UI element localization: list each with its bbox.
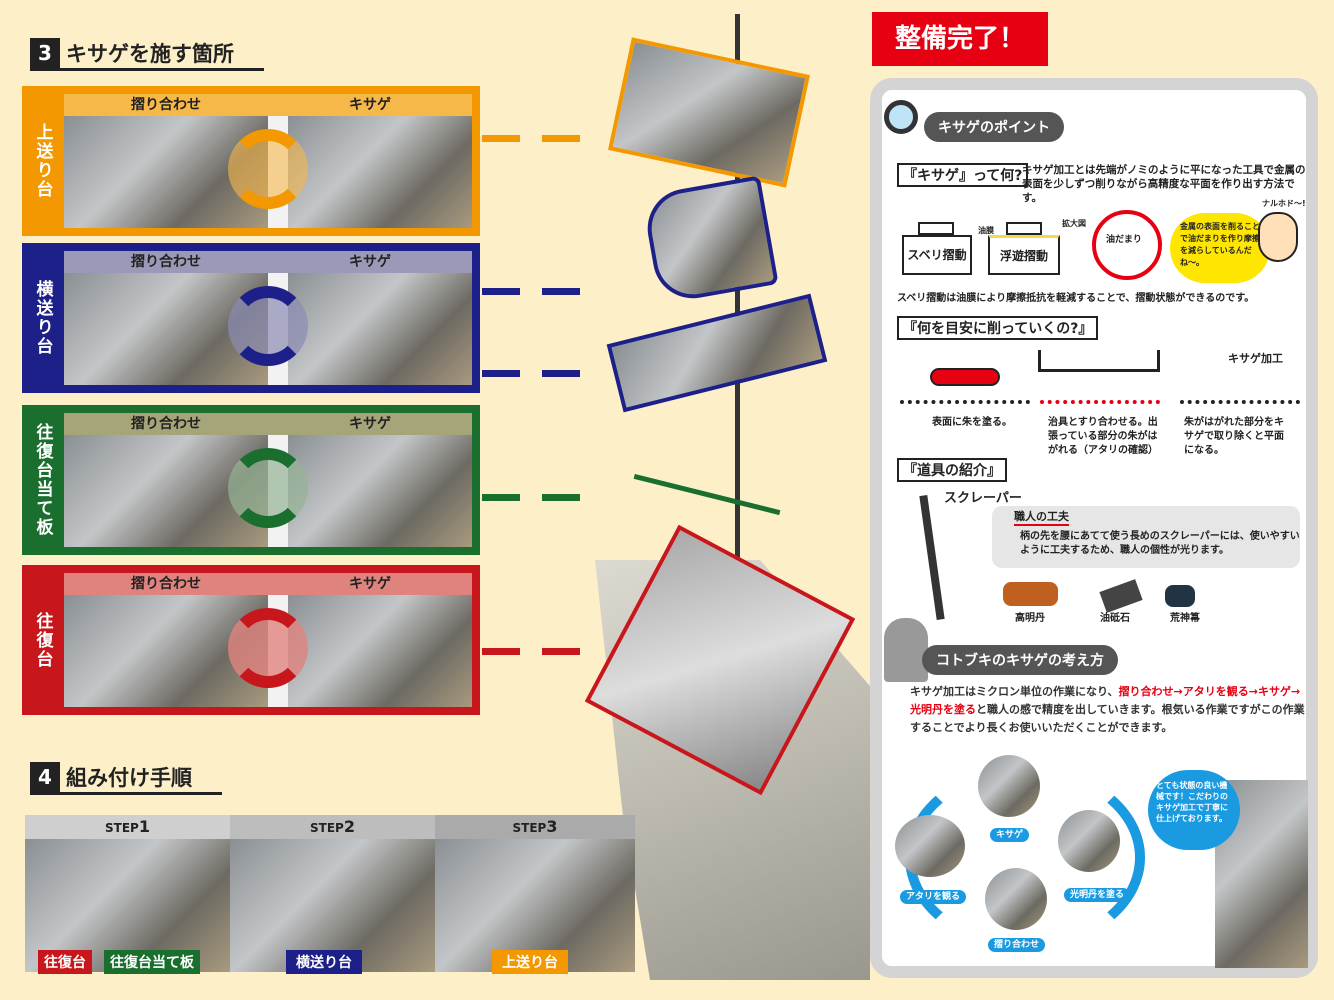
- section-title: キサゲを施す箇所: [66, 42, 234, 66]
- worker-icon: [884, 618, 928, 682]
- cycle-arrows-icon: [228, 608, 308, 688]
- step-2-header: STEP2: [230, 815, 435, 839]
- section-number: 3: [30, 38, 60, 68]
- connector-cross-1: [482, 280, 602, 295]
- maintenance-complete-badge: 整備完了！: [872, 12, 1048, 66]
- step-3-header: STEP3: [435, 815, 635, 839]
- rub-label: 摺り合わせ: [131, 97, 201, 113]
- jig-shape: [1038, 350, 1160, 372]
- approach-title: コトブキのキサゲの考え方: [922, 645, 1118, 675]
- section-title: 組み付け手順: [66, 766, 192, 790]
- cycle-photo: [895, 815, 965, 877]
- connector-carriage: [482, 640, 602, 655]
- section-number: 4: [30, 762, 60, 792]
- cycle-label: 摺り合わせ: [988, 938, 1046, 952]
- slide-text: スベリ摺動は油膜により摩擦抵抗を軽減することで、摺動状態ができるのです。: [897, 293, 1255, 304]
- cycle-photo: [978, 755, 1040, 817]
- panel-upper-slide: 上送り台 摺り合わせ キサゲ: [22, 86, 480, 236]
- float-block: [1006, 222, 1042, 235]
- scrape-label: キサゲ: [349, 576, 391, 592]
- cycle-arrows-icon: [228, 286, 308, 366]
- scraping-photo: [288, 273, 472, 385]
- brush-image: [1165, 585, 1195, 607]
- panel-label: 横送り台: [32, 280, 53, 356]
- cycle-photo: [1058, 810, 1120, 872]
- cycle-photo: [985, 868, 1047, 930]
- craft-box: [992, 506, 1300, 568]
- what-text: キサゲ加工とは先端がノミのように平になった工具で金属の表面を少しずつ削りながら高…: [1022, 164, 1306, 204]
- rough-surface-1: [900, 390, 1030, 404]
- upper-slide-image: [608, 37, 810, 188]
- cycle-label: 光明丹を塗る: [1064, 888, 1131, 902]
- guide-step-2: 治具とすり合わせる。出張っている部分の朱がはがれる（アタリの確認）: [1048, 417, 1158, 456]
- scrape-process-label: キサゲ加工: [1228, 352, 1283, 365]
- tool-label: 高明丹: [1015, 613, 1045, 624]
- cross-slide-image-1: [641, 175, 779, 305]
- what-heading: 『キサゲ』って何?: [897, 163, 1029, 187]
- tools-heading: 『道具の紹介』: [897, 458, 1007, 482]
- cycle-label: キサゲ: [990, 828, 1030, 842]
- slide-diagram: スベリ摺動: [902, 235, 972, 275]
- scrape-label: キサゲ: [349, 97, 391, 113]
- tool-label: 油砥石: [1100, 613, 1130, 624]
- zoom-label: 拡大図: [1062, 219, 1086, 228]
- section-4-heading: 4 組み付け手順: [30, 762, 222, 795]
- rough-surface-2: [1040, 392, 1160, 404]
- cross-slide-image-2: [606, 293, 828, 413]
- magnifier-icon: [884, 100, 918, 134]
- scraping-photo: [288, 595, 472, 707]
- guide-heading: 『何を目安に削っていくの?』: [897, 316, 1099, 340]
- cycle-arrows-icon: [228, 448, 308, 528]
- panel-label: 上送り台: [32, 123, 53, 199]
- rub-label: 摺り合わせ: [131, 416, 201, 432]
- slide-block: [918, 222, 954, 235]
- guide-step-1: 表面に朱を塗る。: [932, 417, 1012, 428]
- step-tag: 往復台当て板: [104, 950, 200, 974]
- scraping-photo: [288, 435, 472, 547]
- float-diagram: 浮遊摺動: [988, 235, 1060, 275]
- guide-step-3: 朱がはがれた部分をキサゲで取り除くと平面になる。: [1184, 417, 1284, 456]
- scrape-label: キサゲ: [349, 416, 391, 432]
- cycle-label: アタリを観る: [900, 890, 967, 904]
- panel-cross-slide: 横送り台 摺り合わせ キサゲ: [22, 243, 480, 393]
- cycle-arrows-icon: [228, 129, 308, 209]
- scrape-label: キサゲ: [349, 254, 391, 270]
- carriage-plate-image: [633, 473, 781, 516]
- scraper-label: スクレーパー: [944, 491, 1022, 506]
- character-icon: [1258, 212, 1298, 262]
- step-1-header: STEP1: [25, 815, 230, 839]
- rub-label: 摺り合わせ: [131, 576, 201, 592]
- panel-label: 往復台当て板: [32, 423, 53, 537]
- connector-cross-2: [482, 362, 602, 377]
- scraping-photo: [288, 116, 472, 228]
- tool-label: 荒神箒: [1170, 613, 1200, 624]
- craft-title: 職人の工夫: [1014, 510, 1069, 526]
- step-1-photo: [25, 839, 230, 972]
- craftsman-speech-bubble: とても状態の良い機械です！こだわりのキサゲ加工で丁寧に仕上げております。: [1148, 770, 1240, 850]
- step-tag: 横送り台: [286, 950, 362, 974]
- connector-upper: [482, 127, 602, 142]
- point-title: キサゲのポイント: [924, 112, 1064, 142]
- step-3-photo: [435, 839, 635, 972]
- panel-carriage-plate: 往復台当て板 摺り合わせ キサゲ: [22, 405, 480, 555]
- panel-label: 往復台: [32, 611, 53, 669]
- craft-text: 柄の先を腰にあてて使う長めのスクレーパーには、使いやすいように工夫するため、職人…: [1020, 531, 1300, 556]
- speech-bubble: 金属の表面を削ることで油だまりを作り摩擦を減らしているんだね〜。: [1170, 213, 1270, 283]
- red-paint-block: [930, 368, 1000, 386]
- red-lead-paste-image: [1003, 582, 1058, 606]
- panel-carriage: 往復台 摺り合わせ キサゲ: [22, 565, 480, 715]
- zoom-circle: 油だまり: [1092, 210, 1162, 280]
- section-3-heading: 3 キサゲを施す箇所: [30, 38, 264, 71]
- step-2-photo: [230, 839, 435, 972]
- oil-film-label: 油膜: [978, 226, 994, 235]
- connector-plate: [482, 486, 602, 501]
- step-tag: 往復台: [38, 950, 92, 974]
- rub-label: 摺り合わせ: [131, 254, 201, 270]
- naruhodo-text: ナルホド〜!: [1262, 199, 1306, 208]
- rough-surface-3: [1180, 392, 1300, 404]
- approach-text: キサゲ加工はミクロン単位の作業になり、摺り合わせ→アタリを観る→キサゲ→光明丹を…: [910, 685, 1305, 734]
- step-tag: 上送り台: [492, 950, 568, 974]
